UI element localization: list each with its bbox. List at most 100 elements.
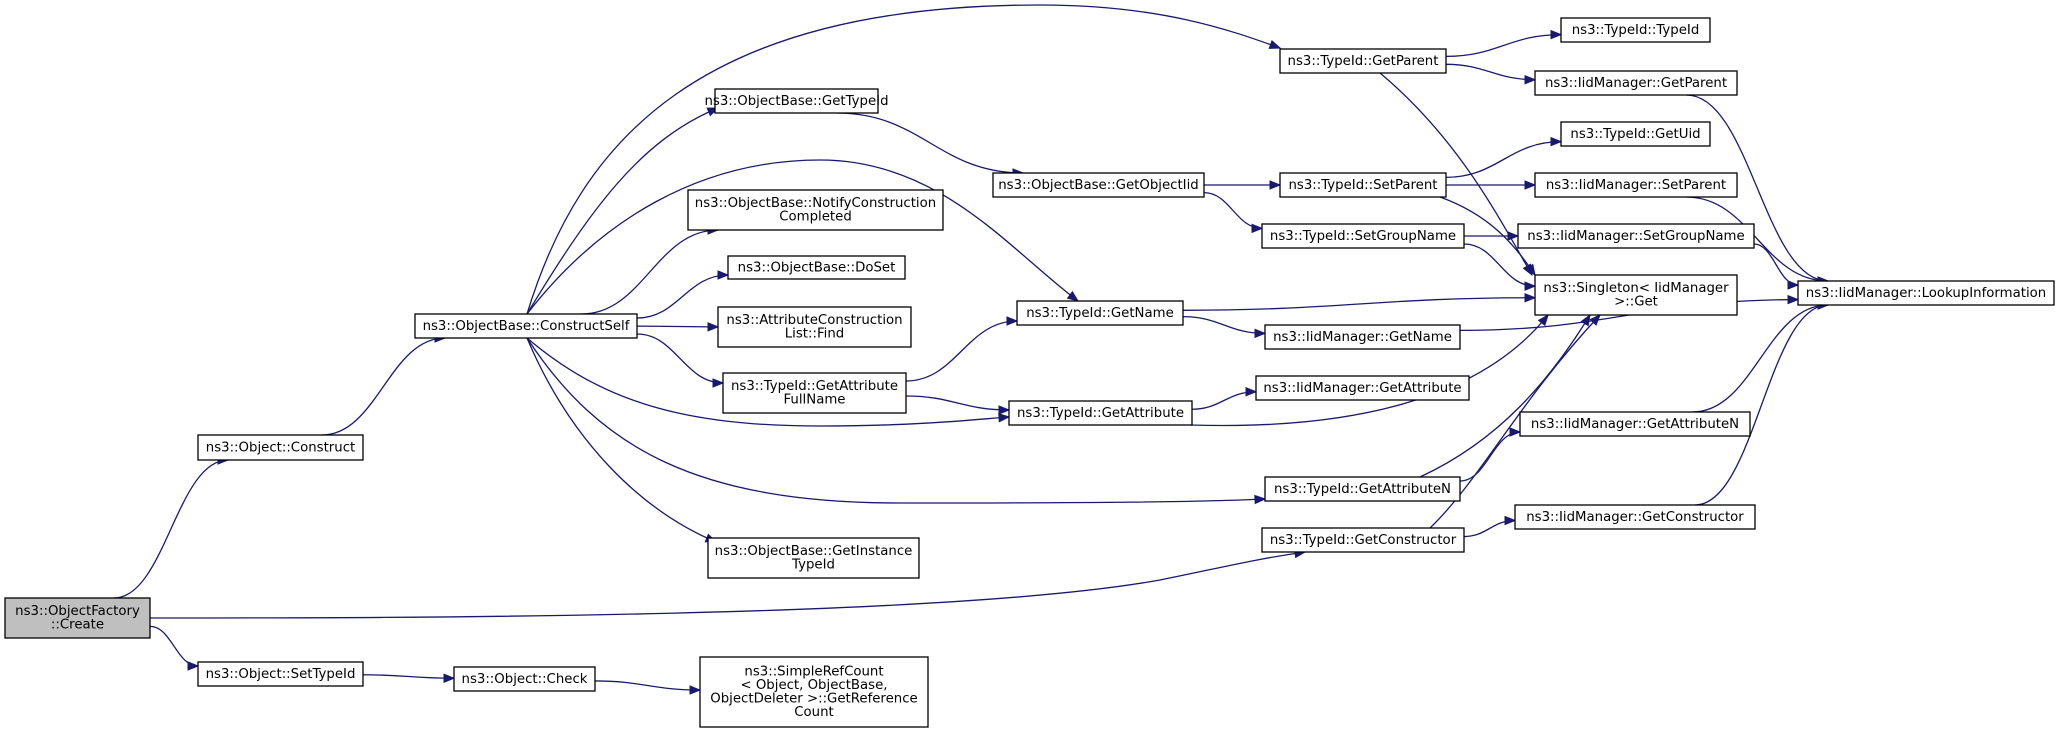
node-getparent[interactable]: ns3::TypeId::GetParent — [1279, 48, 1447, 74]
edge-constructself-to-doset-arrowhead — [717, 270, 730, 280]
edge-constructself-to-getname — [526, 159, 1079, 315]
node-singleton-get-label: >::Get — [1614, 295, 1658, 310]
edge-getparent-to-typeid_typeid — [1445, 34, 1562, 57]
edge-setparent-to-getuid — [1445, 141, 1562, 178]
node-iid-getattributen-box — [1519, 411, 1751, 437]
edge-constructself-to-getattributen-arrowhead — [1254, 494, 1267, 505]
node-create-label: ns3::ObjectFactory — [15, 604, 140, 619]
node-typeid-typeid-label: ns3::TypeId::TypeId — [1572, 23, 1700, 38]
edge-constructself-to-getattributen — [526, 337, 1266, 504]
edge-getobjectiid-to-setgroupname-arrowhead — [1251, 223, 1264, 234]
edge-setgroupname-to-iid_setgroupname-arrowhead — [1507, 231, 1520, 241]
node-getattributen-box — [1264, 476, 1461, 502]
node-getobjectiid[interactable]: ns3::ObjectBase::GetObjectIid — [992, 172, 1205, 198]
edge-setgroupname-to-singleton_get — [1463, 243, 1536, 287]
edge-getattributen-to-iid_getattributen — [1459, 431, 1521, 482]
node-getattribute-label: ns3::TypeId::GetAttribute — [1017, 406, 1184, 421]
node-iid-setgroupname[interactable]: ns3::IidManager::SetGroupName — [1517, 223, 1755, 249]
edge-iid_setgroupname-to-lookup-arrowhead — [1787, 280, 1800, 290]
edge-constructself-to-getparent-arrowhead — [1268, 39, 1282, 49]
node-getuid[interactable]: ns3::TypeId::GetUid — [1560, 121, 1711, 147]
node-iid-getparent-box — [1534, 70, 1738, 96]
node-singleton-get[interactable]: ns3::Singleton< IidManager >::Get — [1534, 274, 1738, 316]
node-doset[interactable]: ns3::ObjectBase::DoSet — [727, 255, 906, 280]
node-iid-getattribute-box — [1255, 375, 1470, 401]
edge-constructself-to-getattribute-arrowhead — [998, 412, 1011, 423]
node-create-label: ::Create — [51, 618, 104, 633]
node-construct[interactable]: ns3::Object::Construct — [197, 434, 364, 461]
node-iid-getparent-label: ns3::IidManager::GetParent — [1545, 76, 1727, 91]
node-setgroupname[interactable]: ns3::TypeId::SetGroupName — [1261, 223, 1465, 249]
node-iid-getconstructor[interactable]: ns3::IidManager::GetConstructor — [1514, 504, 1756, 530]
edge-iid_setgroupname-to-lookup — [1753, 243, 1799, 286]
node-iid-getname-label: ns3::IidManager::GetName — [1273, 330, 1452, 345]
node-iid-getattributen[interactable]: ns3::IidManager::GetAttributeN — [1519, 411, 1751, 437]
edge-getname-to-iid_getname — [1182, 315, 1266, 335]
node-settypeid-box — [197, 661, 364, 687]
node-getname[interactable]: ns3::TypeId::GetName — [1016, 300, 1184, 326]
node-setparent[interactable]: ns3::TypeId::SetParent — [1279, 172, 1447, 198]
edge-setparent-to-iid_setparent-arrowhead — [1524, 180, 1537, 190]
node-iid-setparent-label: ns3::IidManager::SetParent — [1546, 178, 1726, 193]
node-getinstancetypeid-label: ns3::ObjectBase::GetInstance — [715, 544, 913, 559]
edge-getattributen-to-iid_getattributen-arrowhead — [1509, 427, 1522, 437]
edge-getconstructor-to-iid_getconstructor-arrowhead — [1504, 515, 1517, 526]
node-setparent-label: ns3::TypeId::SetParent — [1288, 178, 1437, 193]
node-getconstructor-label: ns3::TypeId::GetConstructor — [1270, 533, 1457, 548]
edge-setparent-to-singleton_get-arrowhead — [1525, 263, 1536, 277]
node-iid-getattributen-label: ns3::IidManager::GetAttributeN — [1531, 417, 1739, 432]
node-refcount-label: Count — [794, 705, 834, 720]
node-settypeid[interactable]: ns3::Object::SetTypeId — [197, 661, 364, 687]
edge-getname-to-iid_getname-arrowhead — [1254, 328, 1267, 339]
node-refcount-box — [699, 656, 929, 728]
node-iid-setparent[interactable]: ns3::IidManager::SetParent — [1534, 172, 1738, 198]
node-ob-gettypeid[interactable]: ns3::ObjectBase::GetTypeId — [704, 88, 889, 114]
edge-constructself-to-find — [636, 325, 719, 328]
node-getconstructor[interactable]: ns3::TypeId::GetConstructor — [1261, 527, 1465, 553]
edge-iid_getconstructor-to-lookup — [1694, 304, 1829, 506]
node-setgroupname-box — [1261, 223, 1465, 249]
edge-getattribute-to-iid_getattribute-arrowhead — [1245, 387, 1258, 397]
node-typeid-typeid[interactable]: ns3::TypeId::TypeId — [1560, 17, 1711, 43]
node-getattribute-box — [1008, 400, 1193, 426]
node-refcount[interactable]: ns3::SimpleRefCount< Object, ObjectBase,… — [699, 656, 929, 728]
edge-ob_gettypeid-to-getobjectiid — [837, 112, 1024, 174]
edge-settypeid-to-check — [362, 674, 455, 679]
node-iid-setparent-box — [1534, 172, 1738, 198]
node-iid-getattribute-label: ns3::IidManager::GetAttribute — [1263, 381, 1461, 396]
node-getuid-label: ns3::TypeId::GetUid — [1570, 127, 1700, 142]
edge-getattribute-to-singleton_get — [1189, 314, 1549, 427]
edge-getparent-to-typeid_typeid-arrowhead — [1550, 29, 1563, 40]
node-iid-getparent[interactable]: ns3::IidManager::GetParent — [1534, 70, 1738, 96]
node-getattribute[interactable]: ns3::TypeId::GetAttribute — [1008, 400, 1193, 426]
edge-create-to-construct — [113, 459, 229, 599]
node-getname-box — [1016, 300, 1184, 326]
node-create[interactable]: ns3::ObjectFactory::Create — [4, 597, 151, 639]
edges-layer — [113, 4, 1830, 695]
node-check[interactable]: ns3::Object::Check — [453, 666, 596, 692]
edge-getname-to-singleton_get — [1182, 297, 1536, 311]
node-refcount-label: ObjectDeleter >::GetReference — [710, 692, 917, 707]
node-find-box — [717, 306, 912, 348]
node-getattrfullname-label: FullName — [784, 393, 846, 408]
node-notify[interactable]: ns3::ObjectBase::NotifyConstructionCompl… — [687, 189, 944, 231]
edge-iid_getparent-to-lookup — [1686, 94, 1829, 282]
node-settypeid-label: ns3::Object::SetTypeId — [206, 667, 356, 682]
node-getuid-box — [1560, 121, 1711, 147]
node-constructself-label: ns3::ObjectBase::ConstructSelf — [423, 319, 630, 334]
node-doset-box — [727, 255, 906, 280]
node-getattributen[interactable]: ns3::TypeId::GetAttributeN — [1264, 476, 1461, 502]
node-construct-box — [197, 434, 364, 461]
node-constructself[interactable]: ns3::ObjectBase::ConstructSelf — [414, 313, 638, 339]
node-iid-getname[interactable]: ns3::IidManager::GetName — [1264, 324, 1461, 350]
node-ob-gettypeid-label: ns3::ObjectBase::GetTypeId — [704, 94, 888, 109]
node-find-label: ns3::AttributeConstruction — [726, 313, 902, 328]
node-getinstancetypeid-label: TypeId — [791, 558, 835, 573]
node-iid-getconstructor-label: ns3::IidManager::GetConstructor — [1526, 510, 1744, 525]
node-getparent-label: ns3::TypeId::GetParent — [1288, 54, 1439, 69]
node-lookup[interactable]: ns3::IidManager::LookupInformation — [1797, 280, 2055, 306]
node-iid-getattribute[interactable]: ns3::IidManager::GetAttribute — [1255, 375, 1470, 401]
